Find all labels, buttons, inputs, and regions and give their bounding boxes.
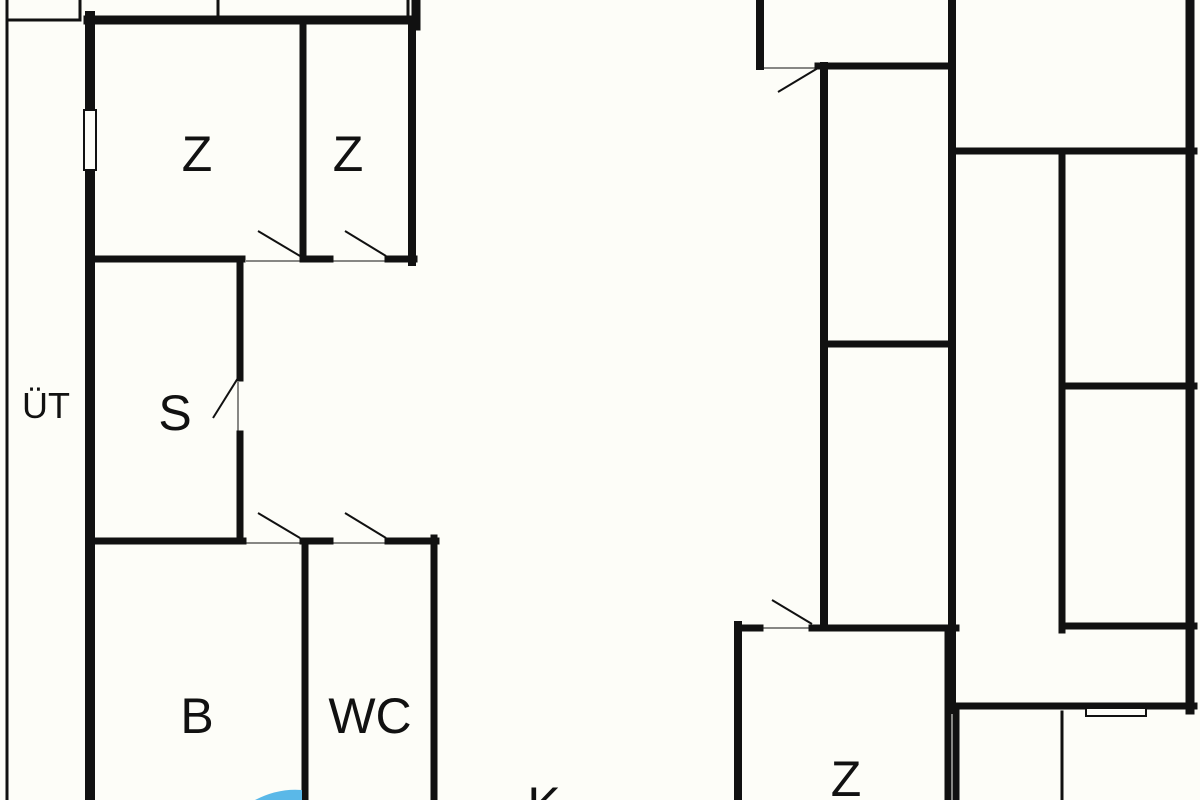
room-label-z-top-left: Z xyxy=(182,126,213,182)
room-label-wc: WC xyxy=(328,688,411,744)
blue-fixture xyxy=(255,789,302,800)
right-door-swings xyxy=(762,67,819,629)
room-label-s: S xyxy=(158,385,191,441)
right-wing-walls xyxy=(734,0,1198,800)
room-label-z-top-right: Z xyxy=(333,126,364,182)
room-label-z-bottom: Z xyxy=(831,751,862,800)
right-window xyxy=(1085,707,1147,717)
room-label-ut: ÜT xyxy=(22,385,70,426)
left-door-swings xyxy=(212,230,387,544)
left-window xyxy=(83,109,97,171)
room-label-b: B xyxy=(180,688,213,744)
room-label-k: K xyxy=(527,777,560,800)
